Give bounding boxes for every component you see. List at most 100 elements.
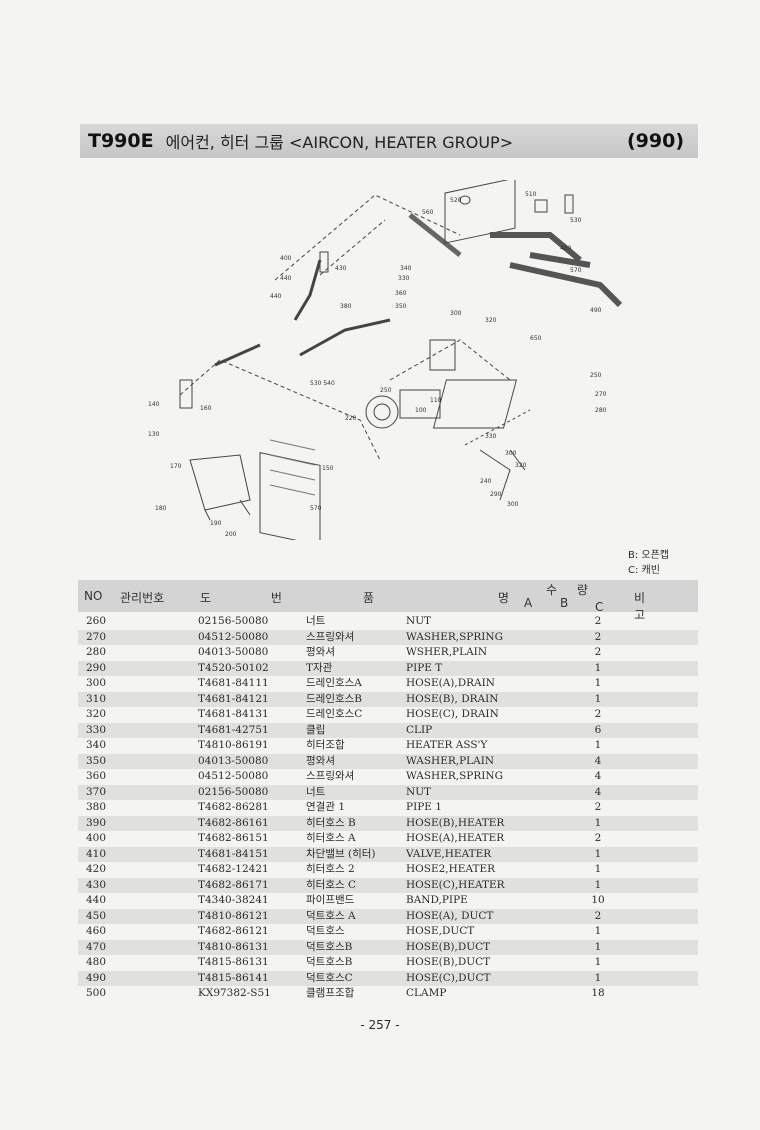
svg-text:520: 520	[450, 197, 462, 204]
row-english-name: CLIP	[406, 723, 433, 736]
row-korean-name: 클램프조합	[306, 987, 355, 999]
row-part-number: T4681-42751	[198, 723, 269, 736]
svg-text:320: 320	[515, 462, 527, 469]
row-english-name: VALVE,HEATER	[406, 847, 492, 860]
row-part-number: 02156-50080	[198, 785, 269, 798]
row-part-number: T4340-38241	[198, 894, 269, 906]
svg-text:300: 300	[505, 450, 517, 457]
svg-text:220: 220	[345, 415, 357, 422]
svg-text:100: 100	[415, 407, 427, 414]
row-part-number: T4520-50102	[198, 661, 269, 674]
row-korean-name: 스프링와셔	[306, 630, 355, 643]
row-no: 500	[86, 987, 107, 999]
row-quantity: 1	[594, 863, 602, 875]
svg-text:150: 150	[322, 465, 334, 472]
svg-text:170: 170	[170, 463, 182, 470]
row-part-number: T4682-86281	[198, 801, 269, 813]
header-mgmt: 관리번호	[120, 591, 165, 605]
row-no: 320	[86, 708, 107, 720]
row-no: 260	[86, 615, 107, 627]
row-part-number: T4682-86121	[198, 925, 269, 937]
svg-text:300: 300	[507, 501, 519, 508]
row-part-number: 04512-50080	[198, 770, 269, 782]
row-quantity: 1	[594, 925, 602, 937]
row-english-name: CLAMP	[406, 987, 447, 999]
row-part-number: T4682-86171	[198, 878, 269, 891]
svg-text:250: 250	[380, 387, 392, 394]
row-no: 490	[86, 971, 107, 984]
svg-text:480: 480	[560, 245, 572, 252]
row-quantity: 2	[594, 801, 602, 813]
row-english-name: NUT	[406, 785, 432, 798]
row-quantity: 1	[594, 692, 602, 705]
row-part-number: 04013-50080	[198, 754, 269, 767]
table-row: 410 T4681-84151 차단밸브 (히터) VALVE,HEATER 1	[78, 846, 698, 862]
svg-text:130: 130	[148, 431, 160, 438]
svg-text:570: 570	[310, 505, 322, 512]
svg-text:380: 380	[340, 303, 352, 310]
row-no: 420	[86, 863, 107, 875]
svg-text:240: 240	[480, 478, 492, 485]
row-no: 390	[86, 816, 107, 829]
svg-text:400: 400	[280, 255, 292, 262]
row-quantity: 2	[594, 646, 602, 658]
row-no: 460	[86, 925, 107, 937]
title-bar: T990E 에어컨, 히터 그룹 <AIRCON, HEATER GROUP> …	[80, 124, 698, 158]
exploded-parts-diagram: 520 510 530 560 480 570 490 400 440 440 …	[148, 180, 623, 540]
row-quantity: 1	[594, 847, 602, 860]
row-english-name: NUT	[406, 615, 432, 627]
svg-text:280: 280	[595, 407, 607, 414]
row-no: 310	[86, 692, 107, 705]
header-no: NO	[84, 589, 103, 603]
row-no: 450	[86, 909, 107, 922]
svg-text:530: 530	[570, 217, 582, 224]
row-quantity: 4	[594, 754, 602, 767]
row-part-number: T4681-84131	[198, 708, 269, 720]
row-quantity: 1	[594, 661, 602, 674]
row-no: 350	[86, 754, 107, 767]
row-no: 270	[86, 630, 107, 643]
svg-text:440: 440	[280, 275, 292, 282]
row-quantity: 4	[594, 770, 602, 782]
row-korean-name: 덕트호스 A	[306, 909, 356, 922]
row-no: 400	[86, 832, 107, 844]
svg-text:360: 360	[395, 290, 407, 297]
row-korean-name: 평와셔	[306, 646, 335, 658]
row-english-name: HOSE(C),HEATER	[406, 878, 505, 891]
row-korean-name: 차단밸브 (히터)	[306, 847, 376, 860]
row-no: 480	[86, 956, 107, 968]
row-english-name: HOSE(B),DUCT	[406, 940, 491, 953]
svg-text:160: 160	[200, 405, 212, 412]
row-no: 370	[86, 785, 107, 798]
row-no: 280	[86, 646, 107, 658]
row-part-number: T4682-12421	[198, 863, 269, 875]
row-quantity: 2	[594, 630, 602, 643]
svg-text:320: 320	[485, 317, 497, 324]
row-korean-name: 덕트호스C	[306, 971, 353, 984]
row-korean-name: 히터호스 2	[306, 863, 355, 875]
legend-b: B: 오픈캡	[628, 550, 670, 561]
row-english-name: PIPE 1	[406, 801, 442, 813]
row-part-number: T4681-84151	[198, 847, 269, 860]
row-korean-name: 히터호스 B	[306, 816, 356, 829]
row-english-name: HOSE,DUCT	[406, 925, 475, 937]
row-quantity: 6	[594, 723, 602, 736]
header-qty-c: C	[595, 600, 604, 614]
svg-text:350: 350	[395, 303, 407, 310]
row-no: 380	[86, 801, 107, 813]
page-title: 에어컨, 히터 그룹 <AIRCON, HEATER GROUP>	[165, 133, 514, 152]
row-korean-name: 드레인호스B	[306, 692, 363, 705]
row-no: 330	[86, 723, 107, 736]
row-no: 410	[86, 847, 107, 860]
header-qty: 수 량	[546, 583, 596, 597]
svg-text:190: 190	[210, 520, 222, 527]
row-quantity: 1	[594, 739, 602, 751]
